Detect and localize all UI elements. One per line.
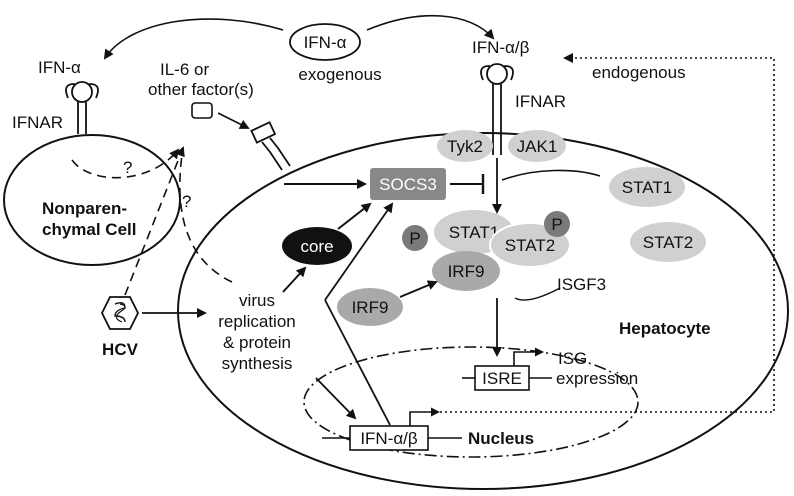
isgf3-label: ISGF3 <box>557 275 606 294</box>
irf9-free <box>337 288 403 326</box>
hcv-virus-icon <box>100 296 140 330</box>
nonparenchymal-label-line2: chymal Cell <box>42 220 137 239</box>
isg-label-line1: ISG <box>558 349 587 368</box>
virus-label-line4: synthesis <box>222 354 293 373</box>
hcv-core-protein <box>282 227 352 265</box>
il6-label-line1: IL-6 or <box>160 60 209 79</box>
socs3-box <box>370 168 446 200</box>
ifn-alpha-exogenous-oval <box>289 23 361 61</box>
jak1-label: JAK1 <box>517 137 558 156</box>
irf9-complex <box>432 251 500 291</box>
ifn-gene-box <box>349 425 429 451</box>
stat2-free-label: STAT2 <box>643 233 693 252</box>
arrow-to-right-ifnar <box>366 14 495 40</box>
phospho-p2 <box>544 211 570 237</box>
phospho-p2-label: P <box>551 215 562 234</box>
isg-label-line2: expression <box>556 369 638 388</box>
ifnar-right-receptor-icon <box>480 63 514 155</box>
arrow-irf9-to-complex <box>399 280 438 298</box>
nonparenchymal-cell <box>3 134 181 266</box>
arrow-to-left-ifnar <box>103 18 284 60</box>
ifnar-right-label: IFNAR <box>515 92 566 111</box>
irf9-free-label: IRF9 <box>352 298 389 317</box>
ifn-ab-top-label: IFN-α/β <box>472 38 530 57</box>
ifnar-left-label: IFNAR <box>12 113 63 132</box>
arrow-core-to-socs3 <box>337 202 372 230</box>
hepatocyte-label: Hepatocyte <box>619 319 711 338</box>
hcv-label: HCV <box>102 340 139 359</box>
il6-label-line2: other factor(s) <box>148 80 254 99</box>
line-ifn-gene-to-socs3 <box>324 299 391 426</box>
arrow-virus-to-core <box>282 266 307 293</box>
nucleus-boundary <box>303 346 639 458</box>
virus-label-line3: & protein <box>223 333 291 352</box>
irf9-complex-label: IRF9 <box>448 262 485 281</box>
ifn-alpha-left-label: IFN-α <box>38 58 81 77</box>
question-mark-2: ? <box>182 192 191 211</box>
question-mark-1: ? <box>123 158 132 177</box>
line-stat1-stat2-to-receptor <box>501 169 601 181</box>
ifn-gene-label: IFN-α/β <box>360 429 418 448</box>
stat1-free-label: STAT1 <box>622 178 672 197</box>
ifn-alpha-top-label: IFN-α <box>304 33 347 52</box>
phospho-p1-label: P <box>409 229 420 248</box>
il6-receptor-icon <box>250 121 291 171</box>
ifnar-left-receptor-icon <box>65 81 99 134</box>
stat2-free <box>630 222 706 262</box>
stat1-free <box>609 167 685 207</box>
arrow-line-to-socs3 <box>324 202 394 301</box>
nucleus-label: Nucleus <box>468 429 534 448</box>
arrow-virus-to-ifn-gene <box>315 377 357 420</box>
isgf3-bracket <box>514 287 561 301</box>
socs3-label: SOCS3 <box>379 175 437 194</box>
virus-label-line1: virus <box>239 291 275 310</box>
stat2-complex-label: STAT2 <box>505 236 555 255</box>
isre-transcription-arrow <box>513 347 544 366</box>
hepatocyte-cell <box>177 132 789 490</box>
tyk2-label: Tyk2 <box>447 137 483 156</box>
exogenous-label: exogenous <box>298 65 381 84</box>
phospho-p1 <box>402 225 428 251</box>
tyk2-kinase <box>437 130 493 162</box>
stat1-complex-label: STAT1 <box>449 223 499 242</box>
dashed-hcv-to-nonparenchymal <box>124 146 185 296</box>
arrow-il6-to-receptor <box>217 112 250 129</box>
nonparenchymal-label-line1: Nonparen- <box>42 199 127 218</box>
il6-ligand-box <box>191 102 213 119</box>
isre-label: ISRE <box>482 369 522 388</box>
endogenous-label: endogenous <box>592 63 686 82</box>
jak1-kinase <box>508 130 566 162</box>
virus-label-line2: replication <box>218 312 296 331</box>
endogenous-feedback-dotted-line <box>440 53 775 413</box>
core-label: core <box>300 237 333 256</box>
ifn-gene-transcription-arrow <box>409 407 440 426</box>
dashed-virus-to-il6 <box>179 147 233 283</box>
